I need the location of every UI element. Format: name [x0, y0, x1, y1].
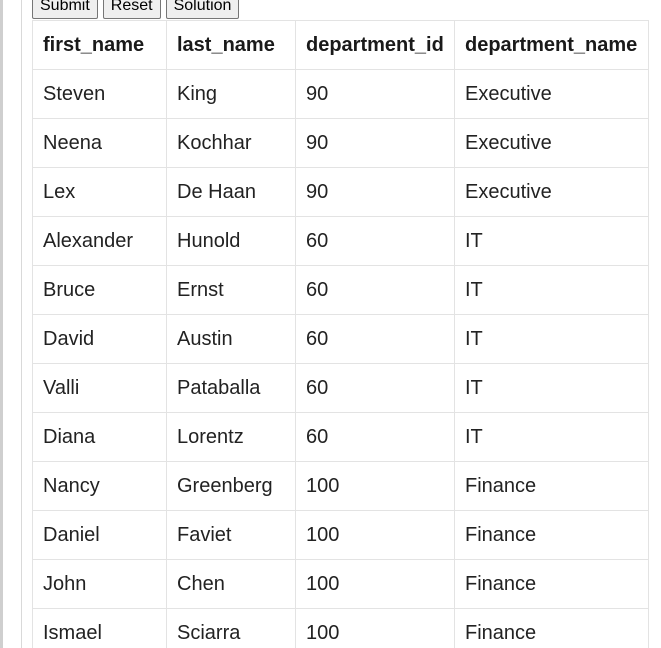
cell-last-name: Pataballa: [166, 363, 296, 413]
cell-department-name: Finance: [454, 461, 649, 511]
cell-first-name: Nancy: [32, 461, 167, 511]
table-row: Nancy Greenberg 100 Finance: [32, 461, 649, 511]
table-row: Bruce Ernst 60 IT: [32, 265, 649, 315]
cell-last-name: Sciarra: [166, 608, 296, 648]
table-row: Neena Kochhar 90 Executive: [32, 118, 649, 168]
table-row: John Chen 100 Finance: [32, 559, 649, 609]
table-row: Diana Lorentz 60 IT: [32, 412, 649, 462]
cell-first-name: Neena: [32, 118, 167, 168]
left-border: [0, 0, 22, 648]
table-row: David Austin 60 IT: [32, 314, 649, 364]
cell-last-name: Greenberg: [166, 461, 296, 511]
cell-department-id: 100: [295, 461, 455, 511]
cell-department-id: 100: [295, 510, 455, 560]
submit-button[interactable]: Submit: [32, 0, 98, 19]
cell-department-name: IT: [454, 265, 649, 315]
cell-first-name: Valli: [32, 363, 167, 413]
cell-department-name: IT: [454, 314, 649, 364]
cell-department-id: 60: [295, 216, 455, 266]
cell-department-name: IT: [454, 363, 649, 413]
cell-department-id: 100: [295, 608, 455, 648]
cell-first-name: Lex: [32, 167, 167, 217]
table-row: Daniel Faviet 100 Finance: [32, 510, 649, 560]
cell-last-name: Hunold: [166, 216, 296, 266]
toolbar: Submit Reset Solution: [32, 0, 240, 19]
cell-department-id: 60: [295, 265, 455, 315]
cell-department-name: Executive: [454, 69, 649, 119]
results-table-container: first_name last_name department_id depar…: [32, 20, 649, 648]
column-header-first-name: first_name: [32, 20, 167, 70]
cell-department-id: 100: [295, 559, 455, 609]
cell-first-name: Alexander: [32, 216, 167, 266]
cell-department-id: 90: [295, 167, 455, 217]
cell-first-name: Ismael: [32, 608, 167, 648]
cell-first-name: David: [32, 314, 167, 364]
cell-last-name: Faviet: [166, 510, 296, 560]
table-row: Steven King 90 Executive: [32, 69, 649, 119]
cell-first-name: Diana: [32, 412, 167, 462]
table-header-row: first_name last_name department_id depar…: [32, 20, 649, 70]
cell-department-name: Executive: [454, 167, 649, 217]
table-row: Alexander Hunold 60 IT: [32, 216, 649, 266]
cell-department-name: Finance: [454, 559, 649, 609]
cell-last-name: Chen: [166, 559, 296, 609]
cell-department-id: 90: [295, 69, 455, 119]
cell-department-name: Finance: [454, 510, 649, 560]
table-row: Valli Pataballa 60 IT: [32, 363, 649, 413]
cell-last-name: Ernst: [166, 265, 296, 315]
cell-department-id: 60: [295, 412, 455, 462]
cell-last-name: De Haan: [166, 167, 296, 217]
cell-last-name: King: [166, 69, 296, 119]
cell-department-id: 90: [295, 118, 455, 168]
cell-first-name: Steven: [32, 69, 167, 119]
results-table: first_name last_name department_id depar…: [32, 20, 649, 648]
cell-first-name: Daniel: [32, 510, 167, 560]
cell-department-name: Finance: [454, 608, 649, 648]
table-row: Lex De Haan 90 Executive: [32, 167, 649, 217]
cell-last-name: Austin: [166, 314, 296, 364]
cell-department-id: 60: [295, 363, 455, 413]
cell-department-id: 60: [295, 314, 455, 364]
cell-department-name: IT: [454, 412, 649, 462]
cell-department-name: Executive: [454, 118, 649, 168]
cell-department-name: IT: [454, 216, 649, 266]
solution-button[interactable]: Solution: [165, 0, 240, 19]
cell-first-name: John: [32, 559, 167, 609]
cell-last-name: Kochhar: [166, 118, 296, 168]
column-header-department-name: department_name: [454, 20, 649, 70]
cell-last-name: Lorentz: [166, 412, 296, 462]
reset-button[interactable]: Reset: [102, 0, 161, 19]
column-header-last-name: last_name: [166, 20, 296, 70]
column-header-department-id: department_id: [295, 20, 455, 70]
table-row: Ismael Sciarra 100 Finance: [32, 608, 649, 648]
cell-first-name: Bruce: [32, 265, 167, 315]
left-border-strip: [0, 0, 3, 648]
